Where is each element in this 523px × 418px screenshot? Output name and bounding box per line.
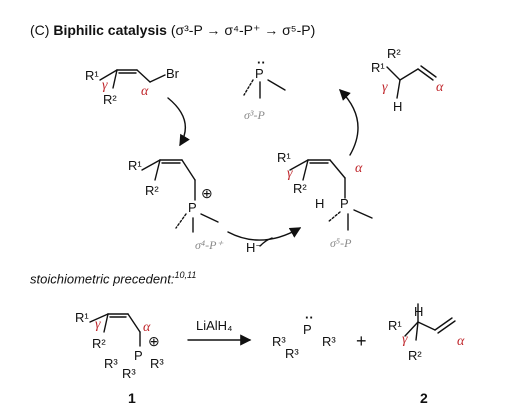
allyl-alpha-label: α <box>141 84 149 99</box>
pr3-r3a-label: R³ <box>272 334 286 349</box>
cmpd1-r1-label: R¹ <box>75 310 89 325</box>
allyl-product-structure <box>386 65 437 99</box>
cmpd2-r1-label: R¹ <box>388 318 402 333</box>
panel-label: (C) <box>30 22 50 38</box>
title-text: Biphilic catalysis <box>53 22 167 38</box>
cmpd1-r3b-label: R³ <box>122 366 136 381</box>
pr3-r3c-label: R³ <box>322 334 336 349</box>
precedent-heading: stoichiometric precedent:10,11 <box>30 270 196 286</box>
pathway-text: (σ³-P → σ⁴-P⁺ → σ⁵-P) <box>170 22 316 38</box>
precedent-refs: 10,11 <box>174 270 197 280</box>
sigma5-gamma-label: γ <box>287 166 293 181</box>
compound-2-number: 2 <box>420 390 428 406</box>
cmpd1-r3c-label: R³ <box>150 356 164 371</box>
cmpd2-gamma-label: γ <box>402 332 408 347</box>
sigma3-lone-pair: ·· <box>257 55 266 70</box>
cmpd2-r2-label: R² <box>408 348 422 363</box>
cmpd1-r2-label: R² <box>92 336 106 351</box>
allyl-bromide-structure <box>99 69 166 89</box>
allyl-r1-label: R¹ <box>85 68 99 83</box>
cmpd2-alpha-label: α <box>457 334 465 349</box>
cmpd1-alpha-label: α <box>143 320 151 335</box>
sigma3-phosphine-structure <box>243 79 286 99</box>
panel-title: (C) Biphilic catalysis (σ³-P → σ⁴-P⁺ → σ… <box>30 22 315 39</box>
allyl-gamma-label: γ <box>102 78 108 93</box>
cycle-arrow-right <box>339 89 359 156</box>
sigma4-r2-label: R² <box>145 183 159 198</box>
sigma4-p-label: P <box>188 200 197 215</box>
sigma3-species-label: σ³-P <box>244 108 265 122</box>
pr3-r3b-label: R³ <box>285 346 299 361</box>
precedent-heading-text: stoichiometric precedent: <box>30 271 175 287</box>
allyl-r2-label: R² <box>103 92 117 107</box>
cmpd1-r3a-label: R³ <box>104 356 118 371</box>
sigma5-h-label: H <box>315 196 325 211</box>
sigma5-alpha-label: α <box>355 161 363 176</box>
compound-1-structure <box>89 313 141 347</box>
sigma4-plus-label: ⊕ <box>201 185 213 201</box>
sigma5-r2-label: R² <box>293 181 307 196</box>
sigma5-r1-label: R¹ <box>277 150 291 165</box>
pr3-lone-pair: ·· <box>305 310 314 325</box>
cmpd1-gamma-label: γ <box>95 317 101 332</box>
pr3-p-label: P <box>303 322 312 337</box>
plus-sign: + <box>356 331 367 351</box>
cycle-arrow-bottom <box>227 227 302 241</box>
sigma5-p-label: P <box>340 196 349 211</box>
allyl-br-label: Br <box>166 66 179 81</box>
product-r1-label: R¹ <box>371 60 385 75</box>
hydride-curve <box>259 237 273 247</box>
cmpd1-plus-label: ⊕ <box>148 333 160 349</box>
sigma4-phosphonium-structure <box>141 159 219 233</box>
sigma5-species-label: σ⁵-P <box>330 236 352 250</box>
product-h-label: H <box>393 99 403 114</box>
product-r2-label: R² <box>387 46 401 61</box>
sigma5-phosphorane-structure <box>289 159 373 231</box>
sigma4-r1-label: R¹ <box>128 158 142 173</box>
compound-2-structure <box>404 303 456 341</box>
sigma4-species-label: σ⁴-P⁺ <box>195 238 223 252</box>
product-alpha-label: α <box>436 80 444 95</box>
product-gamma-label: γ <box>382 80 388 95</box>
compound-1-number: 1 <box>128 390 136 406</box>
cmpd1-p-label: P <box>134 348 143 363</box>
hydride-label: H⁻ <box>246 240 263 255</box>
reagent-label: LiAlH₄ <box>196 318 233 333</box>
sigma3-p-label: P <box>255 66 264 81</box>
cmpd2-h-label: H <box>414 304 424 319</box>
cycle-arrow-left <box>167 97 190 147</box>
